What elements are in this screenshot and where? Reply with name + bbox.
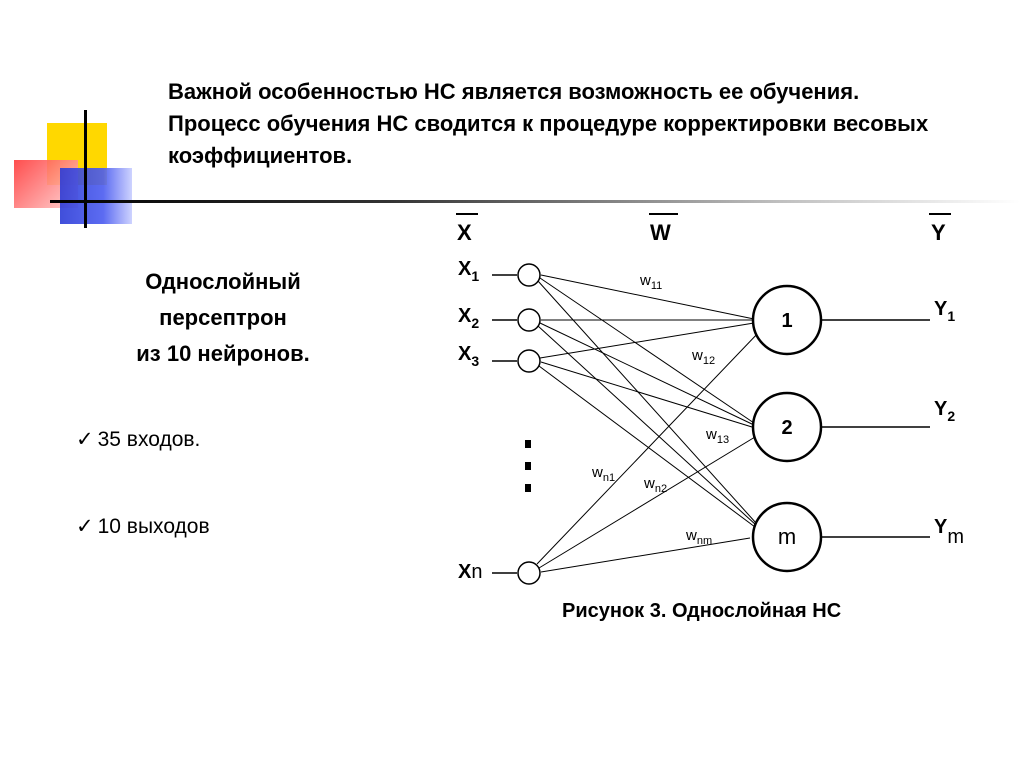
neuron-label-1: 1: [781, 310, 792, 332]
input-node-2: [517, 308, 541, 332]
connection-line: [539, 322, 755, 359]
output-labels: Y1 Y2 Ym: [934, 298, 964, 548]
input-label-3: X3: [458, 343, 479, 369]
connection-line: [538, 436, 756, 569]
neuron-m: [751, 501, 823, 573]
header-w: W: [649, 213, 678, 245]
input-labels: X1 X2 X3 Xn: [458, 258, 482, 583]
weight-label-wnm: wnm: [685, 527, 712, 547]
connection-line: [537, 280, 757, 524]
perceptron-title-line-1: Однослойный: [145, 269, 301, 294]
output-label-2: Y2: [934, 398, 955, 424]
checkmark-icon: ✓: [76, 428, 94, 451]
bullet-inputs: ✓35 входов.: [76, 427, 200, 452]
logo-blue-square: [60, 168, 132, 224]
input-label-n: Xn: [458, 561, 482, 583]
input-label-1: X1: [458, 258, 479, 284]
header-x: X: [456, 213, 478, 245]
weight-label-wn1: wn1: [591, 464, 615, 484]
neuron-1: [751, 284, 823, 356]
input-label-2: X2: [458, 305, 479, 331]
connection-line: [540, 537, 751, 573]
weight-label-w13: w13: [705, 426, 729, 446]
neuron-label-m: m: [778, 524, 796, 549]
input-node-n: [517, 561, 541, 585]
neural-network-diagram: X W Y: [440, 205, 1000, 605]
connection-line: [540, 274, 755, 320]
perceptron-title-line-3: из 10 нейронов.: [136, 341, 310, 366]
logo-vertical-line: [84, 110, 87, 228]
weight-labels: w11 w12 w13 wn1 wn2 wnm: [591, 272, 729, 547]
output-label-m: Ym: [934, 516, 964, 548]
header-divider: [50, 200, 1020, 203]
input-node-3: [517, 349, 541, 373]
ellipsis-icon: [525, 440, 531, 492]
perceptron-title: Однослойный персептрон из 10 нейронов.: [100, 264, 346, 372]
output-lines: [821, 319, 930, 538]
weight-label-wn2: wn2: [643, 475, 667, 495]
connection-line: [539, 322, 755, 426]
connection-line: [540, 361, 753, 428]
weight-label-w12: w12: [691, 347, 715, 367]
intro-text: Важной особенностью НС является возможно…: [168, 79, 929, 168]
weight-label-w11: w11: [639, 272, 662, 292]
header-x-label: X: [457, 220, 472, 245]
neuron-2: [751, 391, 823, 463]
header-y: Y: [929, 213, 951, 245]
figure-caption: Рисунок 3. Однослойная НС: [562, 600, 842, 622]
neuron-label-2: 2: [781, 417, 792, 439]
bullet-outputs-text: 10 выходов: [97, 515, 210, 538]
output-label-1: Y1: [934, 298, 955, 324]
perceptron-title-line-2: персептрон: [159, 305, 287, 330]
header-y-label: Y: [931, 220, 946, 245]
checkmark-icon: ✓: [76, 515, 94, 538]
corner-logo: [0, 0, 160, 240]
neuron-nodes: [751, 284, 823, 573]
connection-line: [538, 365, 756, 528]
connection-lines: [536, 274, 761, 573]
neuron-labels: 1 2 m: [778, 310, 796, 549]
connection-line: [539, 277, 755, 424]
input-nodes: [492, 263, 541, 585]
input-node-1: [517, 263, 541, 287]
bullet-inputs-text: 35 входов.: [97, 428, 201, 451]
bullet-outputs: ✓10 выходов: [76, 514, 210, 539]
connection-line: [537, 325, 757, 526]
connection-line: [536, 330, 761, 565]
header-w-label: W: [650, 220, 671, 245]
